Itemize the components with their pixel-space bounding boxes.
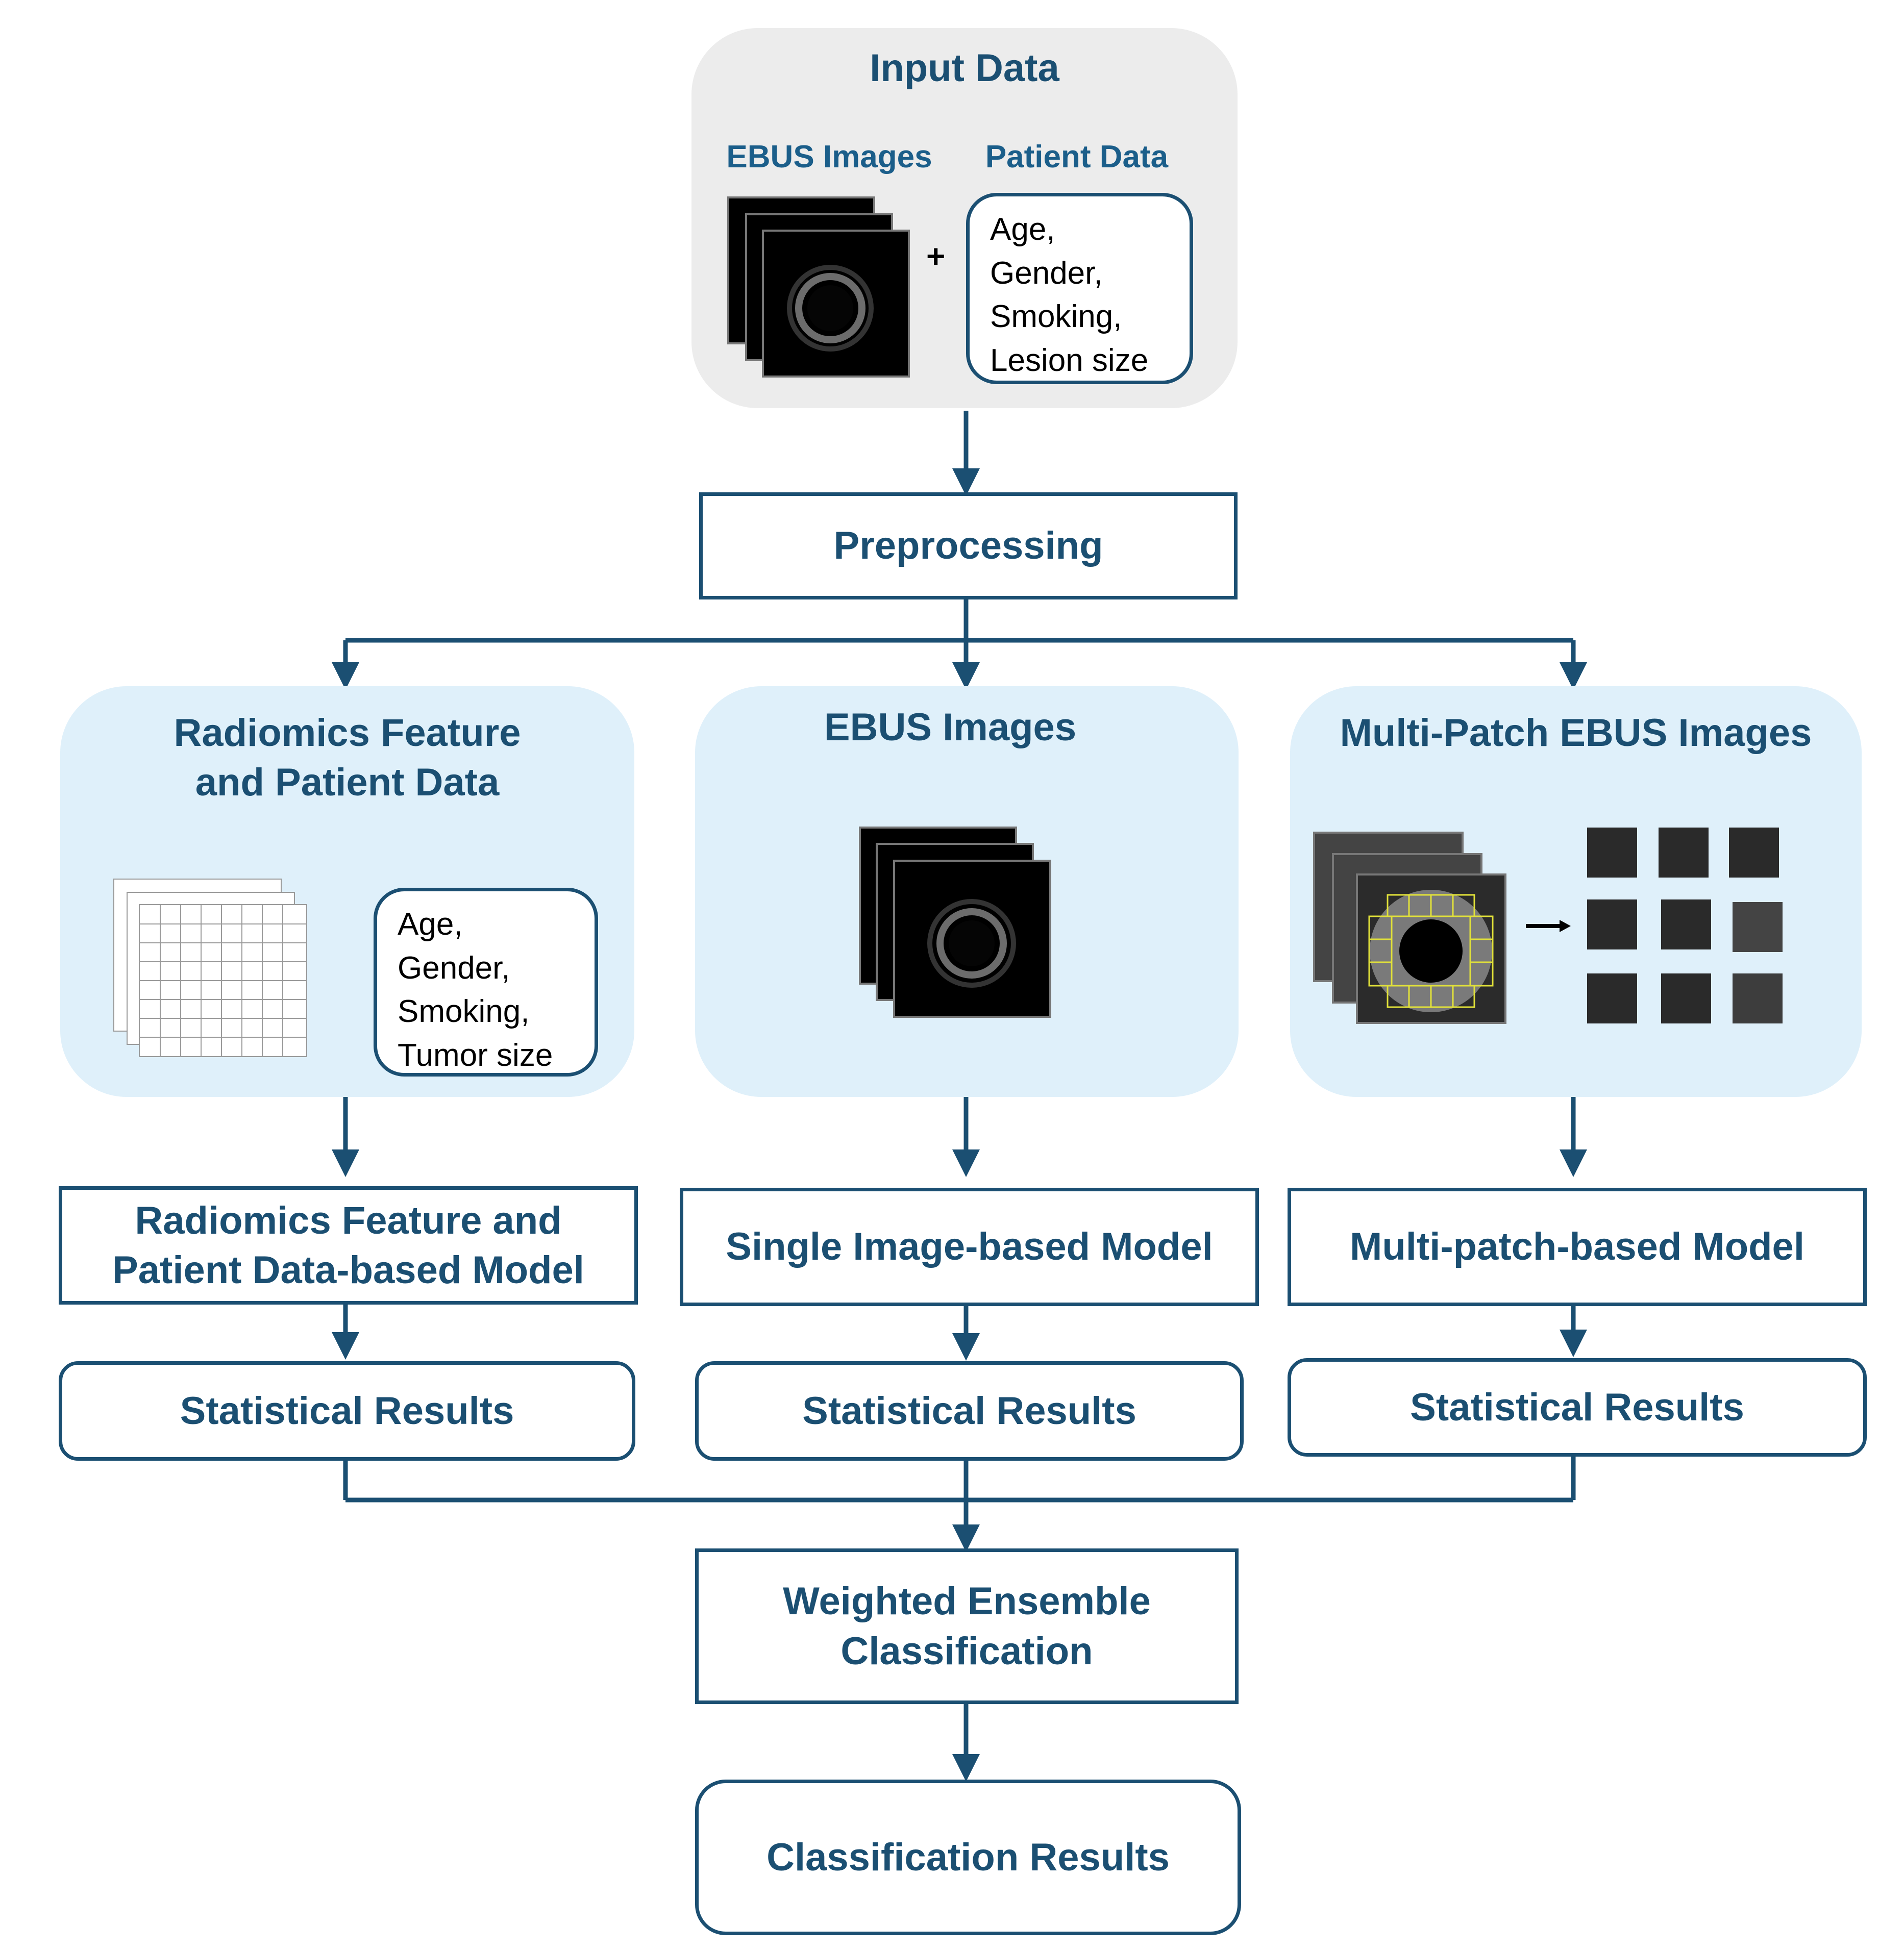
feature-table-front (139, 904, 307, 1057)
table-grid-icon (140, 905, 306, 1056)
plus-sign: + (926, 238, 946, 274)
radiomics-title-line1: Radiomics Feature (174, 711, 521, 755)
patch-arrow-icon (1526, 918, 1572, 936)
single-ebus-front (893, 860, 1051, 1018)
single-ebus-title: EBUS Images (824, 706, 1077, 749)
input-data-title: Input Data (870, 46, 1059, 90)
attr-smoking: Smoking, (398, 994, 530, 1030)
radiomics-panel-title: Radiomics Feature and Patient Data (60, 708, 634, 808)
patch-tile (1659, 828, 1709, 878)
attr-tumor-size: Tumor size (398, 1037, 553, 1073)
patch-tile (1587, 899, 1637, 949)
patch-tile (1733, 902, 1783, 952)
patch-tile (1661, 973, 1711, 1023)
ensemble-line1: Weighted Ensemble (783, 1580, 1151, 1623)
attr-lesion-size: Lesion size (990, 342, 1149, 378)
input-patient-label: Patient Data (985, 139, 1169, 174)
ebus-image-front (762, 230, 910, 378)
multipatch-model-box: Multi-patch-based Model (1288, 1188, 1867, 1306)
attr-gender: Gender, (398, 950, 510, 986)
patch-tile (1587, 828, 1637, 878)
patch-tile (1661, 899, 1711, 949)
ultrasound-ring-icon (927, 899, 1016, 988)
attr-gender: Gender, (990, 255, 1103, 291)
patch-tile (1733, 973, 1783, 1023)
patch-tile (1587, 973, 1637, 1023)
radiomics-model-box: Radiomics Feature and Patient Data-based… (59, 1186, 638, 1305)
single-image-model-box: Single Image-based Model (680, 1188, 1259, 1306)
multipatch-front-image (1356, 873, 1506, 1024)
multipatch-statistical-results: Statistical Results (1288, 1358, 1867, 1457)
single-statistical-results: Statistical Results (695, 1361, 1244, 1461)
ensemble-line2: Classification (840, 1629, 1093, 1673)
radiomics-model-line2: Patient Data-based Model (112, 1248, 584, 1292)
preprocessing-box: Preprocessing (699, 492, 1238, 599)
multipatch-title: Multi-Patch EBUS Images (1340, 711, 1812, 755)
attr-age: Age, (990, 212, 1055, 247)
classification-results-box: Classification Results (695, 1780, 1241, 1935)
input-ebus-label: EBUS Images (726, 139, 932, 174)
radiomics-model-line1: Radiomics Feature and (135, 1198, 562, 1242)
radiomics-patient-attributes-box: Age, Gender, Smoking, Tumor size (374, 888, 598, 1077)
radiomics-title-line2: and Patient Data (195, 761, 500, 805)
attr-age: Age, (398, 907, 463, 942)
patch-tile (1729, 828, 1779, 878)
patch-grid-icon (1368, 890, 1494, 1012)
radiomics-statistical-results: Statistical Results (59, 1361, 635, 1461)
weighted-ensemble-box: Weighted Ensemble Classification (695, 1548, 1239, 1704)
attr-smoking: Smoking, (990, 299, 1122, 335)
input-patient-attributes-box: Age, Gender, Smoking, Lesion size (966, 193, 1193, 384)
ultrasound-ring-icon (787, 265, 874, 352)
